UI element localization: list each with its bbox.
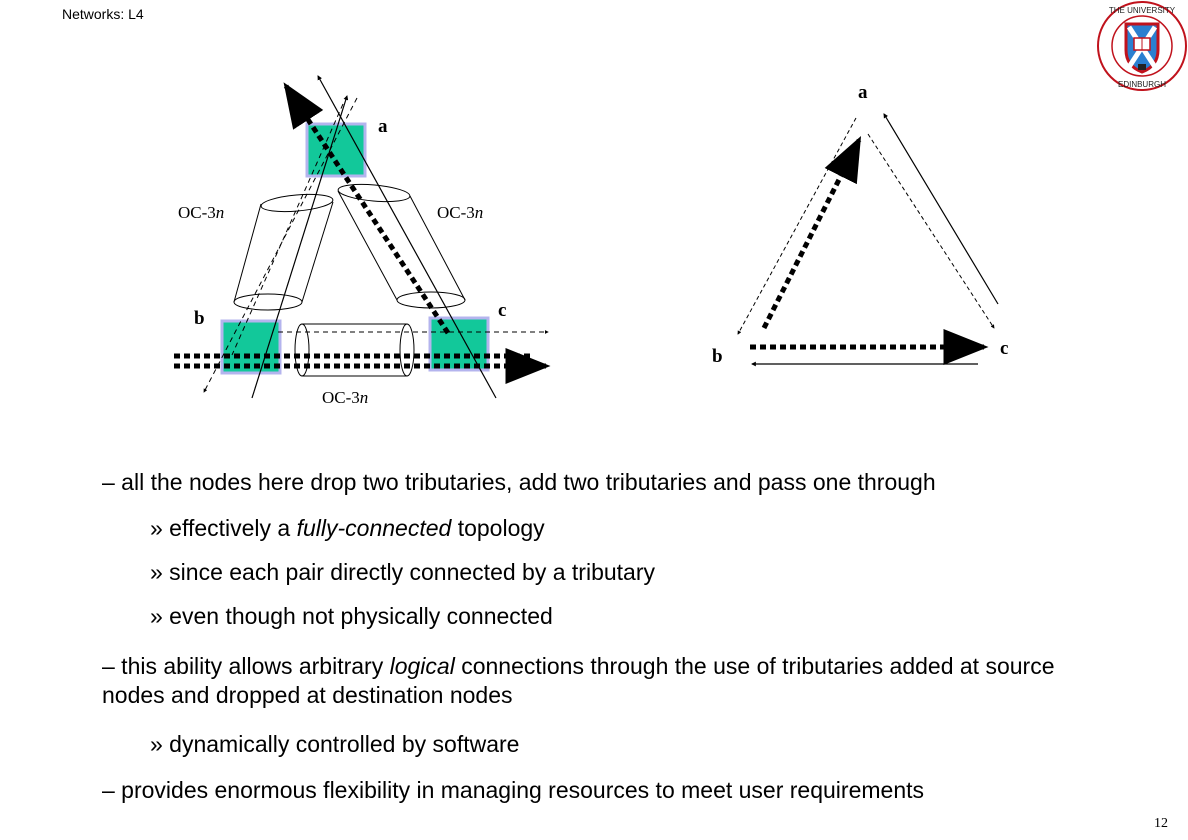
sub-bullet-each-pair: » since each pair directly connected by … [150,559,655,585]
page-number: 12 [1154,816,1168,831]
sub-bullet-software: » dynamically controlled by software [150,731,520,757]
link-cylinder-bc [294,323,415,377]
right-label-b: b [712,346,723,367]
link-label-bottom: OC-3n [322,388,369,407]
link-cylinder-ac [337,183,466,309]
svg-text:THE UNIVERSITY: THE UNIVERSITY [1109,6,1176,15]
left-label-b: b [194,308,205,329]
sub-bullet-fully-connected: » effectively a fully-connected topology [150,515,545,541]
right-ring-diagram [737,113,999,367]
r-thick-ba [761,135,862,330]
node-b [220,319,282,375]
left-ring-diagram [174,75,551,399]
sub-bullet-not-physical: » even though not physically connected [150,603,553,629]
left-label-c: c [498,300,507,321]
right-label-a: a [858,82,868,103]
node-c [428,316,490,372]
link-cylinder-ab [233,193,334,311]
slide-header: Networks: L4 [62,6,144,22]
path-solid-ba [251,95,349,399]
bullet-arbitrary-logical: – this ability allows arbitrary logical … [102,653,1055,708]
link-label-right: OC-3n [437,203,484,222]
r-dashed-ac [867,133,995,329]
left-label-a: a [378,116,388,137]
path-dashed-ab2 [231,103,344,356]
r-dashed-ab [737,117,857,335]
university-crest-logo: THE UNIVERSITY EDINBURGH [1097,1,1187,91]
r-solid-ca [883,113,999,305]
ring-diagrams [174,75,999,399]
link-label-left: OC-3n [178,203,225,222]
bullet-nodes-drop-add: – all the nodes here drop two tributarie… [102,469,936,495]
right-label-c: c [1000,338,1009,359]
path-solid-ac [317,75,497,399]
bullet-flexibility: – provides enormous flexibility in manag… [102,777,925,803]
svg-text:EDINBURGH: EDINBURGH [1118,80,1166,89]
